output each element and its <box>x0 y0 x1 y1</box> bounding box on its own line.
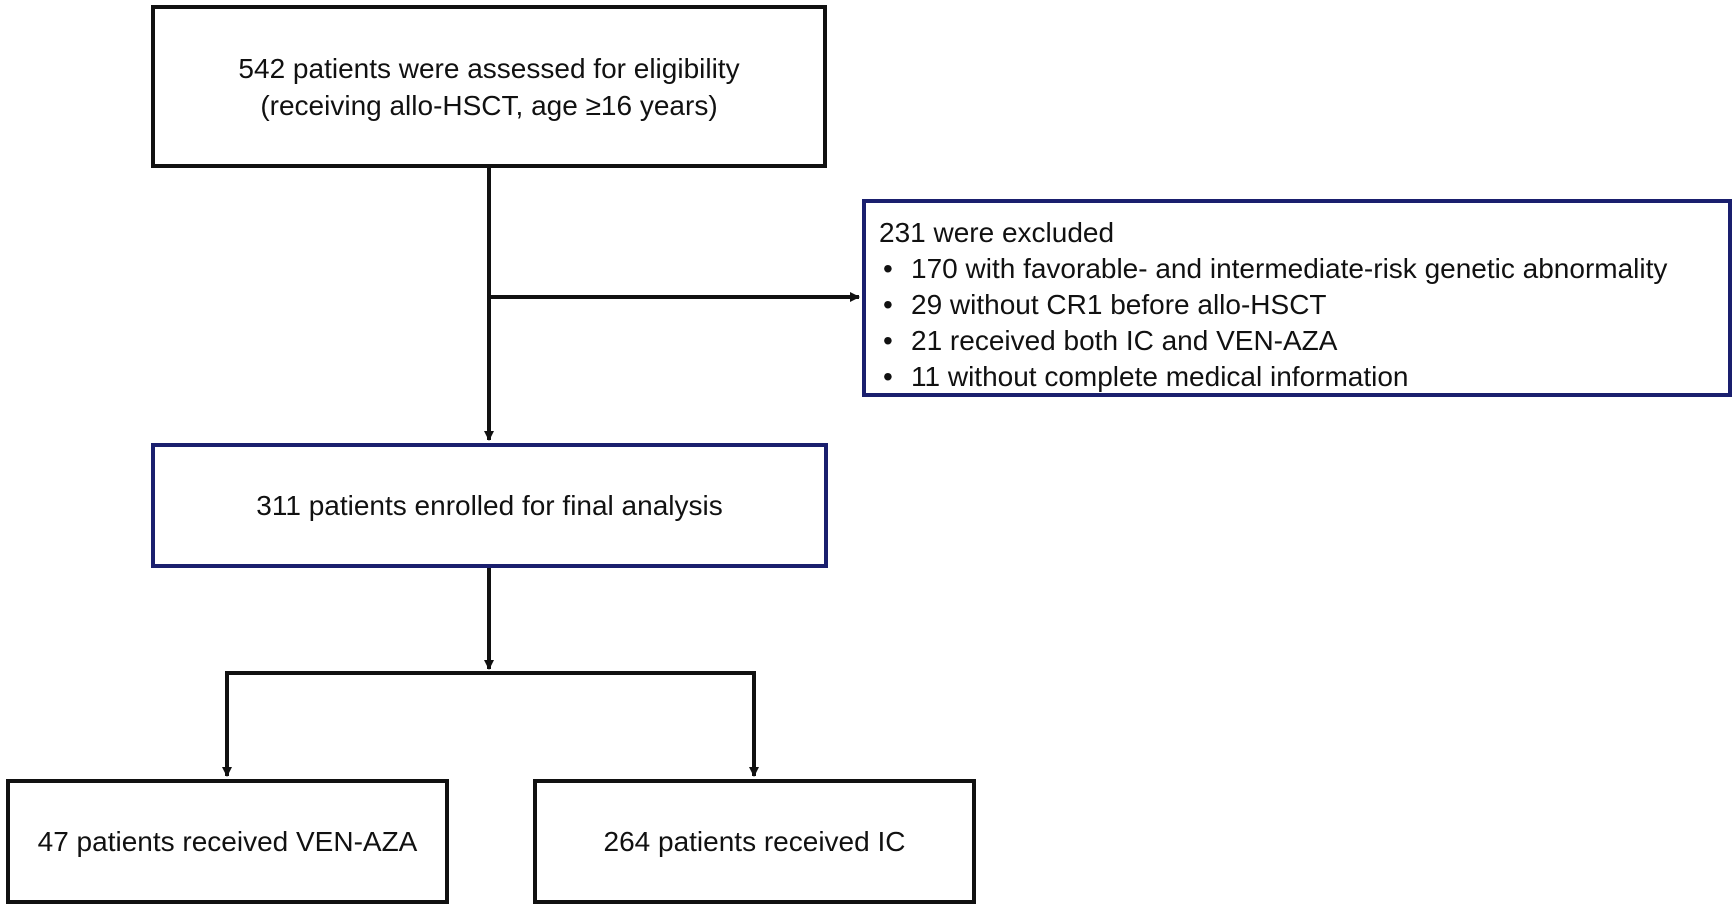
excluded-item: • 11 without complete medical information <box>879 359 1728 395</box>
ven-aza-box: 47 patients received VEN-AZA <box>6 779 449 904</box>
excluded-item-text: 11 without complete medical information <box>911 361 1409 392</box>
excluded-header: 231 were excluded <box>879 217 1115 248</box>
excluded-list: • 170 with favorable- and intermediate-ri… <box>879 251 1728 395</box>
ven-aza-text: 47 patients received VEN-AZA <box>37 826 418 857</box>
excluded-item: • 170 with favorable- and intermediate-ri… <box>879 251 1728 287</box>
assessed-box: 542 patients were assessed for eligibili… <box>151 5 827 168</box>
excluded-item: • 21 received both IC and VEN-AZA <box>879 323 1728 359</box>
assessed-line-2: (receiving allo-HSCT, age ≥16 years) <box>260 89 718 121</box>
excluded-item-text: 21 received both IC and VEN-AZA <box>911 325 1338 356</box>
bullet-icon: • <box>883 289 893 320</box>
ic-text: 264 patients received IC <box>603 826 906 857</box>
ic-box: 264 patients received IC <box>533 779 976 904</box>
enrolled-text: 311 patients enrolled for final analysis <box>256 490 723 521</box>
bullet-icon: • <box>883 325 893 356</box>
excluded-item-text: 29 without CR1 before allo-HSCT <box>911 289 1327 320</box>
assessed-line-1: 542 patients were assessed for eligibili… <box>238 52 740 84</box>
bullet-icon: • <box>883 361 893 392</box>
excluded-item-text: 170 with favorable- and intermediate-ris… <box>911 253 1668 284</box>
excluded-box: 231 were excluded • 170 with favorable- a… <box>862 199 1732 397</box>
bullet-icon: • <box>883 253 893 284</box>
enrolled-box: 311 patients enrolled for final analysis <box>151 443 828 568</box>
excluded-item: • 29 without CR1 before allo-HSCT <box>879 287 1728 323</box>
